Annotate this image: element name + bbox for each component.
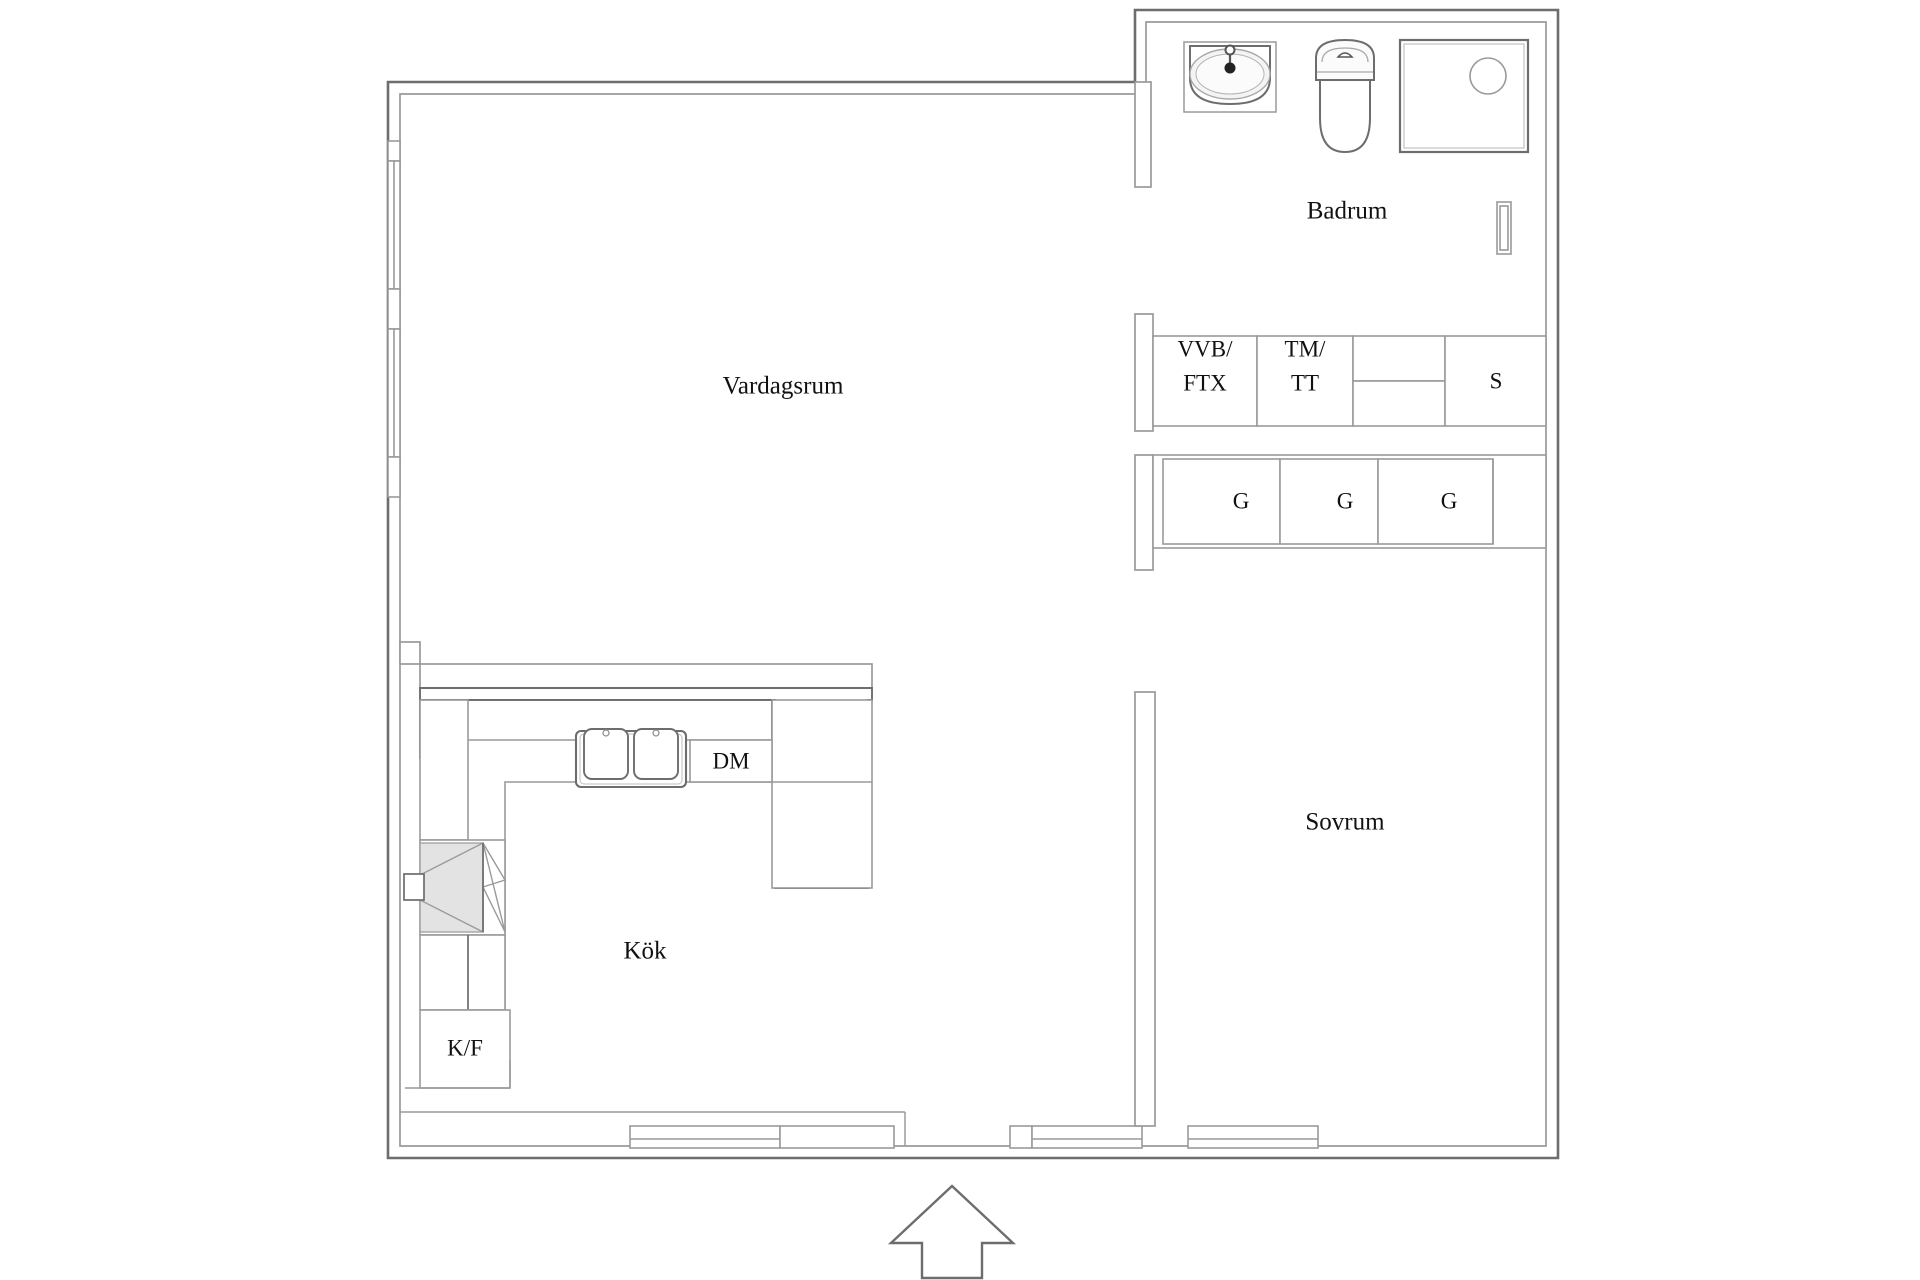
kitchen-lower-cabinet — [419, 934, 506, 1011]
kitchen-bottom-edge — [400, 1060, 906, 1146]
kitchen-counter-right-leg — [771, 699, 873, 889]
wardrobe-row — [1152, 454, 1547, 549]
unit-tm-tt — [1256, 335, 1354, 427]
toilet — [1315, 38, 1375, 154]
unit-vvb-ftx-label-line1: VVB/ — [1178, 336, 1234, 361]
unit-fridge-freezer — [419, 1009, 511, 1089]
unit-wardrobe-1-label: G — [1233, 488, 1250, 513]
bathroom-partition-wall — [1134, 81, 1152, 188]
unit-storage — [1444, 335, 1547, 427]
room-label-badrum: Badrum — [1307, 198, 1388, 225]
stove-with-range-hood — [403, 839, 507, 936]
unit-vvb-ftx — [1152, 335, 1258, 427]
unit-blank-lower — [1352, 380, 1446, 427]
unit-fridge-freezer-label: K/F — [447, 1035, 483, 1060]
unit-tm-tt-label-line2: TT — [1291, 370, 1319, 395]
room-label-sovrum: Sovrum — [1305, 809, 1385, 836]
bathroom-sink — [1183, 41, 1277, 113]
window-bottom-kitchen — [629, 1125, 895, 1149]
kitchen-top-wall — [399, 641, 873, 689]
wardrobe-wall-stub-lower — [1134, 454, 1154, 571]
unit-vvb-ftx-label-line2: FTX — [1183, 370, 1227, 395]
unit-dishwasher-label: DM — [712, 748, 749, 773]
window-left-lower — [387, 328, 401, 498]
unit-wardrobe-3-label: G — [1441, 488, 1458, 513]
utility-cabinet-row — [1152, 335, 1547, 427]
kitchen-double-sink — [574, 728, 688, 789]
room-label-vardagsrum: Vardagsrum — [723, 373, 844, 400]
utility-wall-stub-upper — [1134, 313, 1154, 432]
bedroom-partition-wall — [1134, 691, 1156, 1127]
unit-wardrobe-3 — [1377, 458, 1494, 545]
room-label-kok: Kök — [623, 938, 667, 965]
outer-walls — [386, 8, 1560, 1160]
unit-tm-tt-label-line1: TM/ — [1285, 336, 1327, 361]
unit-dishwasher — [689, 739, 773, 783]
kitchen-left-column — [419, 699, 469, 841]
unit-wardrobe-1 — [1162, 458, 1281, 545]
unit-wardrobe-2-label: G — [1337, 488, 1354, 513]
unit-wardrobe-2 — [1279, 458, 1379, 545]
entrance-direction-arrow — [887, 1184, 1017, 1280]
window-bottom-hall — [1009, 1125, 1143, 1149]
window-left-upper — [387, 140, 401, 330]
window-bottom-bedroom — [1187, 1125, 1319, 1149]
inner-wall-face — [399, 21, 1547, 1147]
shower-cabin — [1398, 38, 1530, 154]
unit-storage-label: S — [1490, 368, 1503, 393]
unit-blank-upper — [1352, 335, 1446, 382]
window-right-bathroom — [1496, 201, 1512, 255]
